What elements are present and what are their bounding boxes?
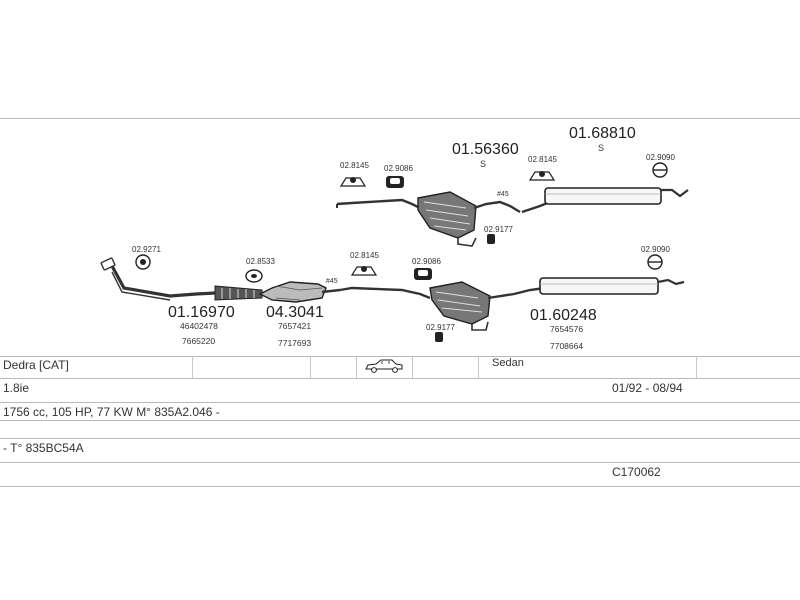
model-cell: Dedra [CAT] [3, 358, 69, 372]
part-suffix-label: S [598, 143, 604, 153]
exhaust-diagram: #45 [100, 125, 689, 351]
part-number-label: 01.56360 [452, 141, 519, 158]
fitting-number-label: 02.9086 [412, 257, 441, 266]
hanger-icon [339, 177, 367, 187]
oem-reference-label: 7708664 [550, 341, 583, 351]
upper-front-pipe [336, 198, 421, 210]
diagram-top-border [0, 118, 800, 119]
front-downpipe [100, 257, 263, 301]
lower-rear-pipe [487, 286, 546, 300]
upper-exhaust-line: #45 [336, 162, 689, 247]
engine-variant-cell: 1.8ie [3, 381, 30, 395]
oem-reference-label: 7657421 [278, 321, 311, 331]
fitting-number-label: 02.8533 [246, 257, 275, 266]
engine-spec-cell: 1756 cc, 105 HP, 77 KW M° 835A2.046 - [3, 405, 220, 419]
rubber-mount-icon [414, 268, 432, 280]
clamp-icon [435, 332, 443, 342]
clamp-icon [487, 234, 495, 244]
hanger-icon [528, 171, 556, 181]
fitting-number-label: 02.9086 [384, 164, 413, 173]
bracket-icon [647, 254, 663, 270]
lower-intermediate-pipe [339, 286, 431, 300]
part-number-label: 01.68810 [569, 125, 636, 142]
oem-reference-label: 46402478 [180, 321, 218, 331]
table-row-border [0, 420, 800, 421]
lower-clamp-mark: #45 [326, 278, 338, 285]
upper-rear-silencer [521, 187, 689, 214]
upper-center-silencer [417, 191, 477, 247]
fitting-number-label: 02.8145 [350, 251, 379, 260]
table-row-border [0, 402, 800, 403]
part-number-label: 01.60248 [530, 307, 597, 324]
kit-code-cell: C170062 [612, 465, 661, 479]
fitting-number-label: 02.9177 [484, 225, 513, 234]
gasket-icon [135, 254, 151, 270]
table-row-border [0, 438, 800, 439]
production-years-cell: 01/92 - 08/94 [612, 381, 683, 395]
table-row-border [0, 378, 800, 379]
fitting-number-label: 02.8145 [340, 161, 369, 170]
lower-rear-silencer [539, 277, 685, 295]
fitting-number-label: 02.8145 [528, 155, 557, 164]
bracket-icon [652, 162, 668, 178]
part-suffix-label: S [480, 159, 486, 169]
gasket-icon [245, 269, 263, 283]
oem-reference-label: 7665220 [182, 336, 215, 346]
hanger-icon [350, 266, 378, 276]
catalytic-converter [258, 281, 341, 303]
lower-exhaust-line: #45 [100, 254, 685, 342]
upper-clamp-mark: #45 [497, 191, 509, 198]
lower-center-silencer [429, 281, 491, 331]
fitting-number-label: 02.9271 [132, 245, 161, 254]
rubber-mount-icon [386, 176, 404, 188]
fitting-number-label: 02.9177 [426, 323, 455, 332]
sedan-car-icon [364, 359, 404, 378]
fitting-number-label: 02.9090 [646, 153, 675, 162]
oem-reference-label: 7717693 [278, 338, 311, 348]
table-row-border [0, 486, 800, 487]
body-type-cell: Sedan [492, 357, 524, 369]
part-number-label: 01.16970 [168, 304, 235, 321]
oem-reference-label: 7654576 [550, 324, 583, 334]
upper-intermediate-pipe [473, 200, 521, 214]
table-row-border [0, 462, 800, 463]
table-row-border [0, 356, 800, 357]
part-number-label: 04.3041 [266, 304, 324, 321]
chassis-cell: - T° 835BC54A [3, 441, 84, 455]
fitting-number-label: 02.9090 [641, 245, 670, 254]
